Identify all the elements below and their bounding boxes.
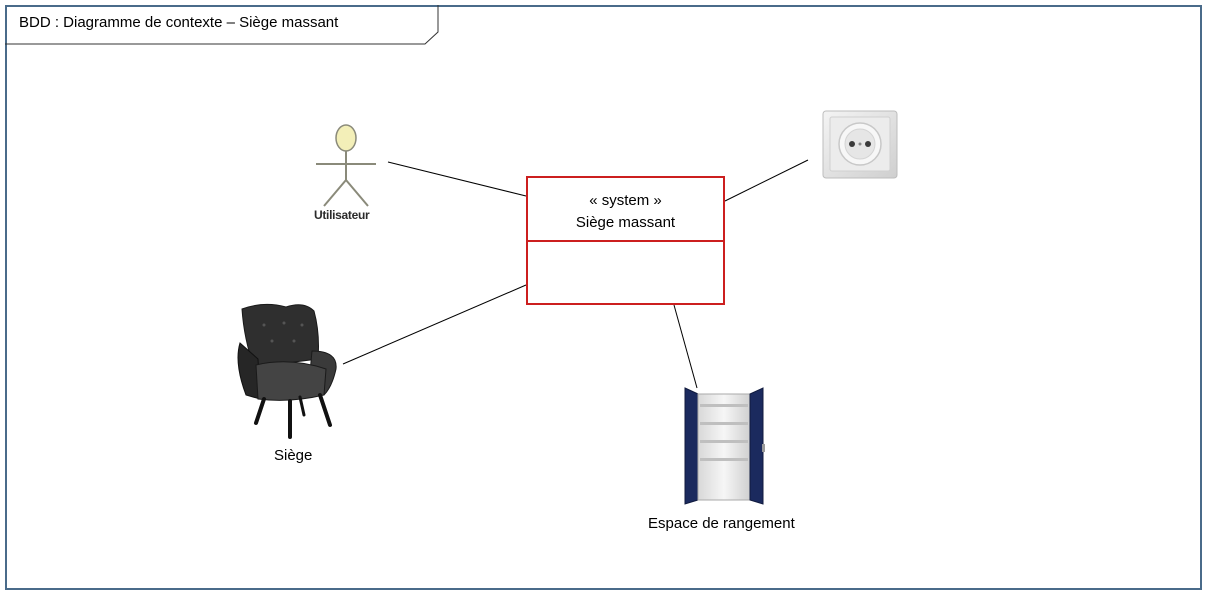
storage-label: Espace de rangement bbox=[648, 515, 795, 532]
frame-title: BDD : Diagramme de contexte – Siège mass… bbox=[19, 14, 339, 31]
system-block-compartment bbox=[528, 242, 723, 303]
seat-label: Siège bbox=[274, 447, 313, 464]
link-storage-system bbox=[673, 304, 698, 389]
system-block[interactable]: « system » Siège massant bbox=[526, 176, 725, 305]
system-name: Siège massant bbox=[575, 214, 676, 231]
link-user-system bbox=[387, 161, 527, 197]
user-label: Utilisateur bbox=[314, 208, 370, 222]
stick-figure-icon[interactable] bbox=[312, 122, 382, 210]
armchair-icon[interactable] bbox=[234, 303, 342, 439]
power-outlet-icon[interactable] bbox=[822, 110, 898, 179]
system-block-header: « system » Siège massant bbox=[528, 178, 723, 242]
frame-title-tab bbox=[5, 5, 439, 45]
link-seat-system bbox=[342, 284, 527, 365]
diagram-frame bbox=[5, 5, 1202, 590]
cabinet-icon[interactable] bbox=[684, 386, 768, 506]
system-stereotype: « system » bbox=[589, 192, 662, 209]
link-power-system bbox=[724, 159, 809, 202]
